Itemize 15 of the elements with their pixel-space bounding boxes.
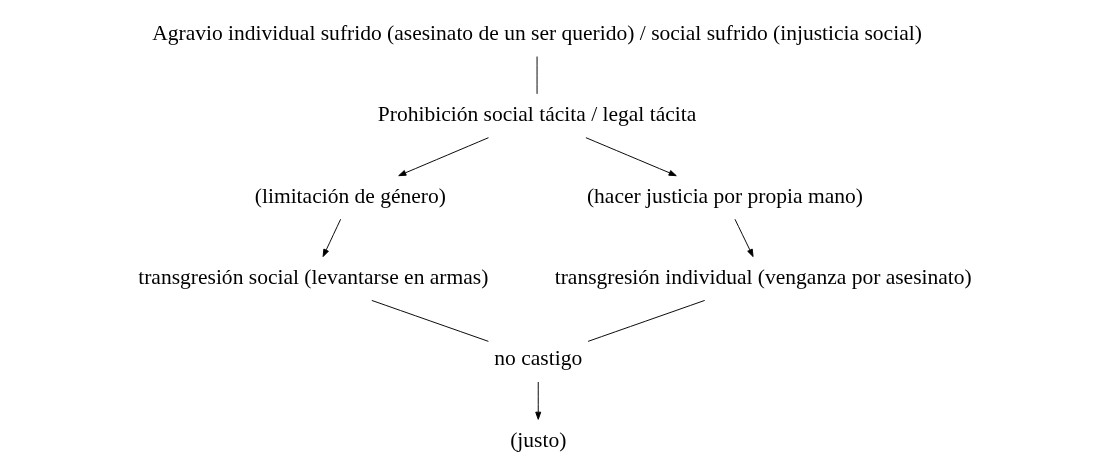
node-text: (hacer justicia por propia mano) (586, 183, 863, 208)
node-text: transgresión social (levantarse en armas) (138, 264, 489, 289)
node-text: (justo) (510, 427, 567, 452)
node-text: Agravio individual sufrido (asesinato de un ser querido) / social sufrido (injusticia social) (152, 20, 922, 45)
node-text: (limitación de género) (254, 183, 446, 208)
node-text: Prohibición social tácita / legal tácita (377, 102, 697, 127)
node-text: no castigo (494, 346, 583, 371)
arrow (734, 218, 754, 258)
node-text: transgresión individual (venganza por asesinato) (554, 264, 972, 289)
arrow (322, 218, 342, 258)
arrow (398, 137, 489, 177)
arrow (585, 137, 677, 177)
connector (587, 299, 706, 342)
connector (371, 299, 489, 342)
arrow (535, 381, 542, 420)
